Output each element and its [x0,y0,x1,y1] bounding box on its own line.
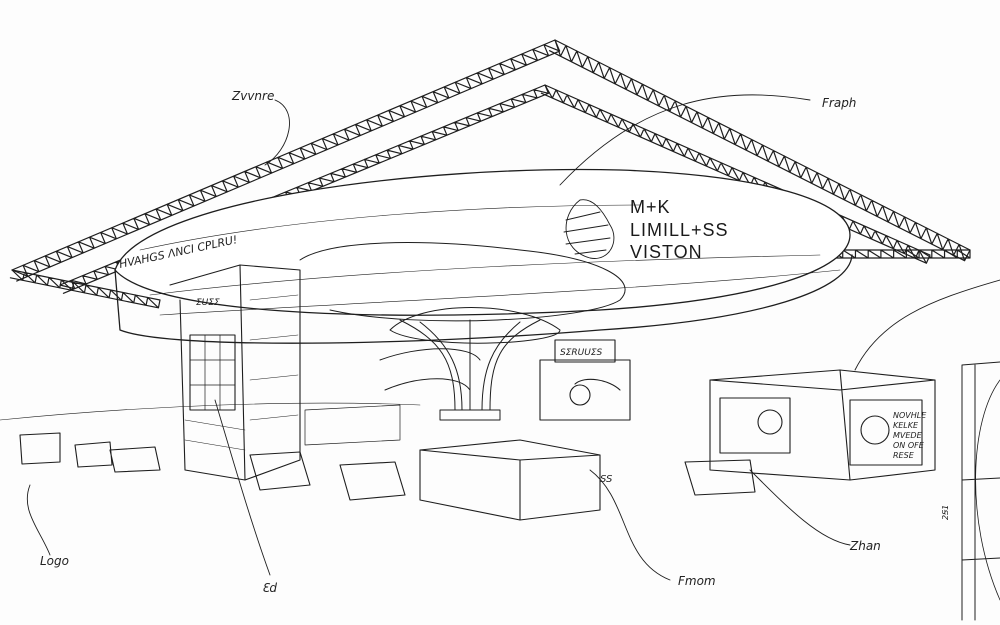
logo-line-2: LIMILL+SS [630,220,729,240]
side-elevation [961,361,1000,621]
ring-banner [114,168,853,391]
svg-text:KELKE: KELKE [893,421,919,430]
left-tower [169,264,301,481]
logo-line-1: M+K [630,197,671,217]
annotation-booth: Zhan [849,539,881,553]
counter-text: SS [600,474,613,485]
truss-front-right [829,249,971,259]
svg-text:RESE: RESE [893,451,915,460]
annotation-graphic: Fraph [822,96,856,110]
kiosk-sign: SΣRUUΣS [560,348,603,358]
svg-text:ON OFE: ON OFE [893,441,925,450]
truss-right-outer [548,39,971,262]
truss-left-outer [11,39,561,282]
annotation-counter: Fmom [678,574,716,588]
annotation-leaders [26,94,1000,581]
annotation-truss: Zvvnre [231,89,274,103]
side-label: 2Ꞩ1 [941,505,950,520]
logo-mark [563,199,615,259]
truss-front-left [9,269,161,309]
svg-text:MVEDE: MVEDE [893,431,923,440]
annotation-logo: Logo [40,554,69,568]
booth-furniture [0,339,936,521]
annotation-led: Ɛd [262,581,277,595]
tree-column [399,319,541,421]
right-booth-text: NOVHLE KELKE MVEDE ON OFE RESE [893,411,927,460]
logo-line-3: VISTON [630,242,703,262]
column-sign: ΣUΣΣ [196,298,220,308]
svg-text:NOVHLE: NOVHLE [893,411,927,420]
